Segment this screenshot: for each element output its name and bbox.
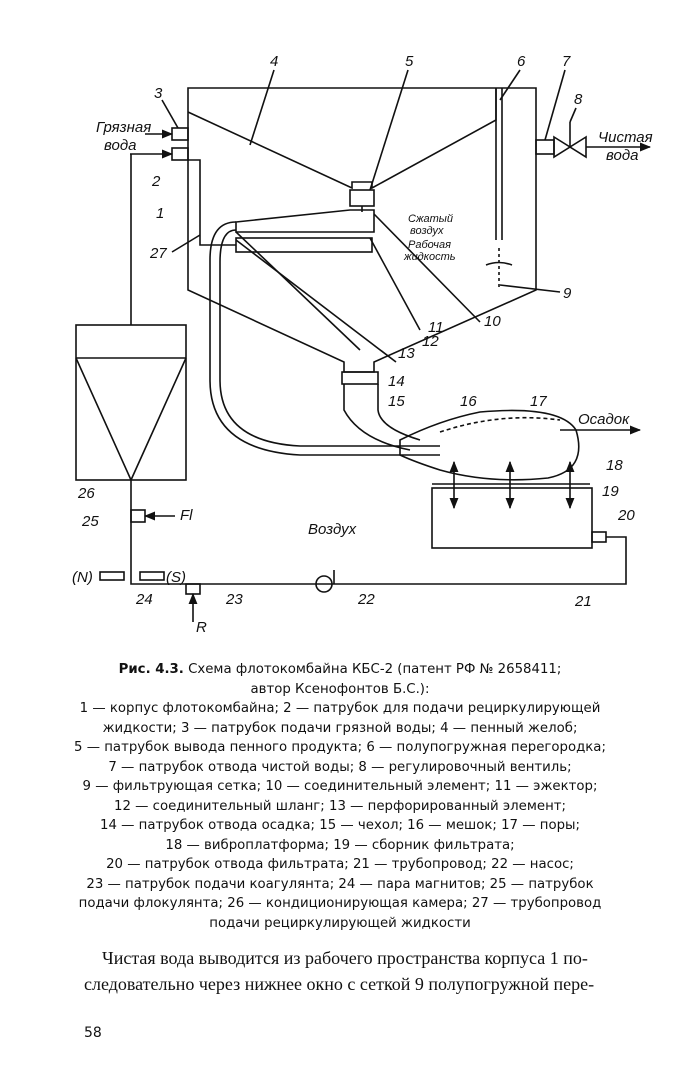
foam-trough (187, 88, 497, 190)
magnet-s (139, 571, 165, 581)
label-13: 13 (398, 345, 415, 362)
label-7: 7 (562, 53, 571, 70)
r-label: R (196, 619, 207, 636)
caption-line-3: 1 — корпус флотокомбайна; 2 — патрубок д… (79, 701, 601, 716)
n-pole-label: (N) (72, 569, 93, 586)
clean-water-label-1: Чистая (598, 129, 653, 146)
page-number: 58 (84, 1025, 102, 1041)
compressed-air-label-1: Сжатый (408, 213, 453, 225)
fl-label: Fl (180, 507, 193, 524)
caption-line-13: подачи флокулянта; 26 — кондиционирующая… (78, 896, 602, 911)
recirc-pipe (188, 159, 236, 246)
label-9: 9 (563, 285, 572, 302)
filtrate-outlet (591, 531, 607, 543)
ejector (235, 209, 375, 233)
label-25: 25 (81, 513, 99, 530)
label-14: 14 (388, 373, 405, 390)
caption-line-5: 5 — патрубок вывода пенного продукта; 6 … (74, 740, 606, 755)
sediment-label: Осадок (578, 411, 630, 428)
label-26: 26 (77, 485, 95, 502)
connecting-hose (209, 221, 440, 456)
caption-line-9: 14 — патрубок отвода осадка; 15 — чехол;… (99, 818, 580, 833)
label-10: 10 (484, 313, 501, 330)
label-17: 17 (530, 393, 547, 410)
sediment-outlet (341, 371, 379, 385)
label-2: 2 (151, 173, 161, 190)
recirc-inlet (171, 147, 189, 161)
label-1: 1 (156, 205, 164, 222)
flocculant-inlet (130, 509, 146, 523)
cover (343, 384, 421, 451)
label-4: 4 (270, 53, 278, 70)
foam-outlet (349, 189, 375, 207)
caption-line-8: 12 — соединительный шланг; 13 — перфорир… (114, 798, 566, 814)
perforated-element (235, 237, 373, 253)
label-6: 6 (517, 53, 526, 70)
caption-line-14: подачи рециркулирующей жидкости (209, 915, 471, 931)
label-5: 5 (405, 53, 414, 70)
label-3: 3 (154, 85, 163, 102)
body-line-1: Чистая вода выводится из рабочего простр… (102, 948, 588, 968)
caption-line-12: 23 — патрубок подачи коагулянта; 24 — па… (86, 876, 594, 892)
label-8: 8 (574, 91, 583, 108)
clean-water-label-2: вода (606, 147, 638, 164)
compressed-air-label-2: воздух (410, 225, 444, 237)
caption-line-1: Рис. 4.3. Схема флотокомбайна КБС-2 (пат… (118, 662, 562, 677)
s-pole-label: (S) (166, 569, 186, 586)
conditioning-chamber (75, 324, 187, 481)
caption-line-4: жидкости; 3 — патрубок подачи грязной во… (102, 720, 578, 736)
magnet-n (99, 571, 125, 581)
label-20: 20 (617, 507, 635, 524)
label-27: 27 (149, 245, 167, 262)
flotation-combine-diagram: 4 5 6 7 8 3 2 1 27 9 10 11 13 12 14 15 1… (72, 53, 653, 636)
label-24: 24 (135, 591, 153, 608)
caption-title: Рис. 4.3. (118, 662, 184, 677)
caption-line-11: 20 — патрубок отвода фильтрата; 21 — тру… (106, 857, 574, 872)
working-fluid-label-1: Рабочая (408, 239, 451, 251)
label-18: 18 (606, 457, 623, 474)
body-line-2: следовательно через нижнее окно с сеткой… (84, 974, 595, 994)
dirty-water-label-1: Грязная (96, 119, 151, 136)
dirty-water-inlet (171, 127, 189, 141)
body-paragraph: Чистая вода выводится из рабочего простр… (84, 945, 674, 997)
dirty-water-label-2: вода (104, 137, 136, 154)
label-22: 22 (357, 591, 375, 608)
bag (399, 409, 580, 481)
label-21: 21 (574, 593, 592, 610)
label-16: 16 (460, 393, 477, 410)
working-fluid-label-2: жидкость (403, 251, 456, 263)
caption-line-2: автор Ксенофонтов Б.С.): (250, 681, 430, 697)
coagulant-inlet (185, 583, 201, 595)
clean-water-outlet (535, 139, 555, 155)
caption-line-6: 7 — патрубок отвода чистой воды; 8 — рег… (108, 759, 572, 775)
pump (315, 575, 333, 593)
label-11: 11 (428, 319, 444, 336)
air-label: Воздух (308, 521, 357, 538)
figure-caption: Рис. 4.3. Схема флотокомбайна КБС-2 (пат… (60, 660, 620, 933)
label-23: 23 (225, 591, 243, 608)
label-19: 19 (602, 483, 619, 500)
label-12: 12 (422, 333, 439, 350)
caption-line-7: 9 — фильтрующая сетка; 10 — соединительн… (82, 779, 598, 794)
label-15: 15 (388, 393, 405, 410)
caption-line-10: 18 — виброплатформа; 19 — сборник фильтр… (165, 837, 515, 853)
filtrate-collector (431, 487, 593, 549)
